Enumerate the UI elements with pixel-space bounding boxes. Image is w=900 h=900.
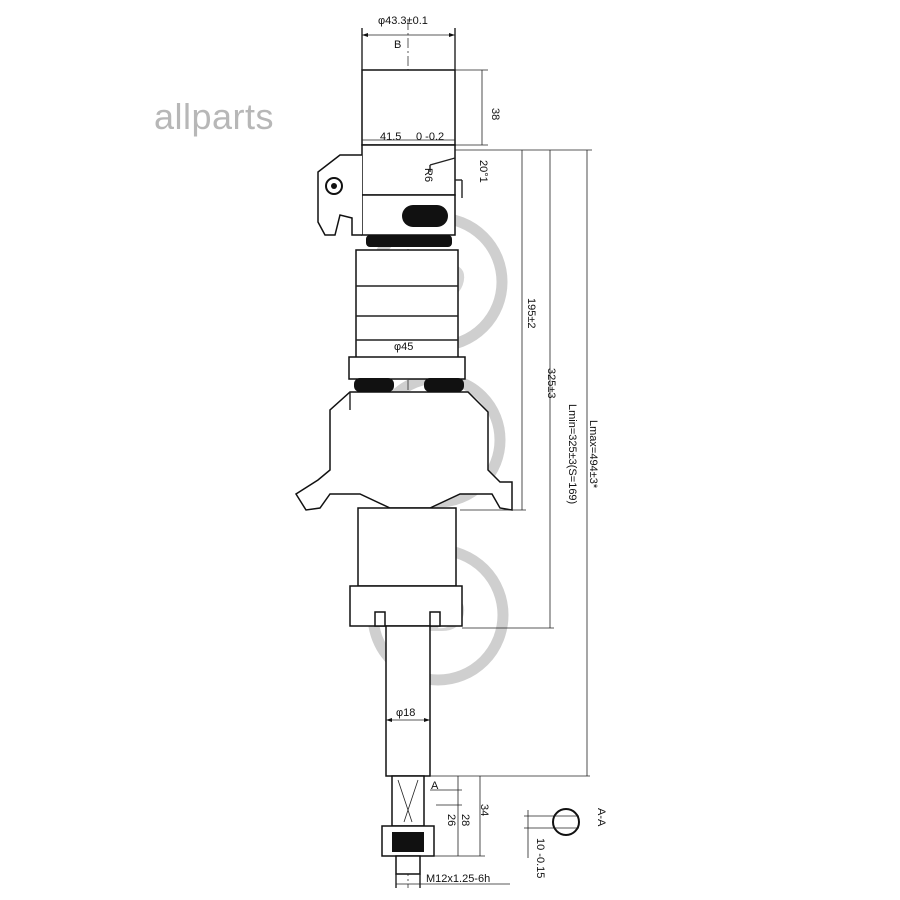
dim-lmax: Lmax=494±3* bbox=[587, 420, 599, 489]
dim-angle: 20°1 bbox=[477, 160, 489, 183]
section-label: A-A bbox=[595, 808, 607, 827]
section-detail bbox=[524, 808, 580, 858]
main-tube bbox=[349, 507, 463, 627]
dim-height-38: 38 bbox=[489, 108, 501, 120]
spring-seat bbox=[294, 391, 513, 511]
dim-length-195: 195±2 bbox=[525, 298, 537, 329]
strut-bracket bbox=[317, 144, 463, 247]
dim-lmin: Lmin=325±3(S=169) bbox=[566, 404, 578, 504]
dim-radius: R6 bbox=[422, 168, 434, 182]
dim-34: 34 bbox=[478, 804, 490, 816]
dim-thread: M12x1.25-6h bbox=[426, 873, 490, 885]
dimension-lines bbox=[430, 149, 592, 857]
bump-stop bbox=[348, 249, 466, 392]
dim-diameter-45: φ45 bbox=[394, 341, 413, 353]
dim-28: 28 bbox=[459, 814, 471, 826]
dim-26: 26 bbox=[445, 814, 457, 826]
dim-section-marker: A bbox=[431, 780, 439, 792]
brand-logo-text: allparts bbox=[154, 96, 275, 137]
dim-rod-diameter: φ18 bbox=[396, 707, 415, 719]
piston-rod bbox=[381, 625, 510, 888]
dim-flat-width: 10 -0.15 bbox=[534, 838, 546, 878]
dim-view-marker: B bbox=[394, 39, 401, 51]
top-mount bbox=[361, 28, 488, 146]
dim-width-415-tol: 0 -0.2 bbox=[416, 131, 444, 143]
dim-top-diameter: φ43.3±0.1 bbox=[378, 15, 428, 27]
dim-width-415: 41.5 bbox=[380, 131, 401, 143]
dim-length-325: 325±3 bbox=[545, 368, 557, 399]
